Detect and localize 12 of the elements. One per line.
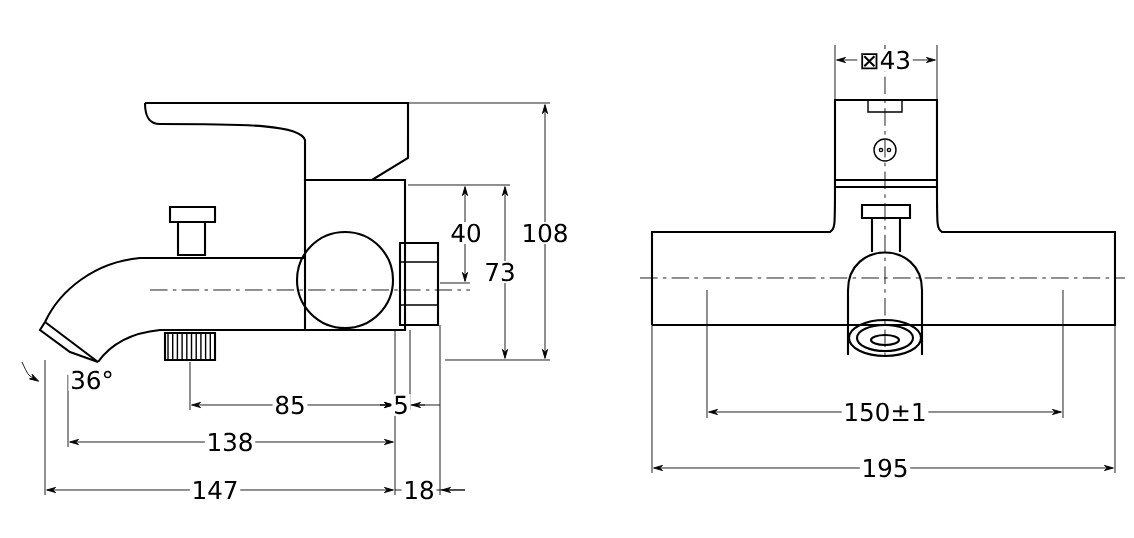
dimension-label: 147: [189, 479, 241, 501]
dimension-label: 73: [482, 260, 518, 284]
dimension-label: 36°: [68, 368, 116, 392]
dimension-label: 40: [448, 221, 484, 245]
dimension-label: 138: [204, 430, 256, 454]
dimension-label: 5: [391, 394, 411, 416]
dimension-label: 108: [519, 221, 571, 245]
dimension-label: 18: [401, 478, 437, 502]
dimension-label: 85: [272, 393, 308, 417]
dimension-label: ⊠43: [857, 48, 913, 72]
dimension-label: 195: [859, 456, 911, 480]
dimension-label: 150±1: [841, 400, 929, 424]
